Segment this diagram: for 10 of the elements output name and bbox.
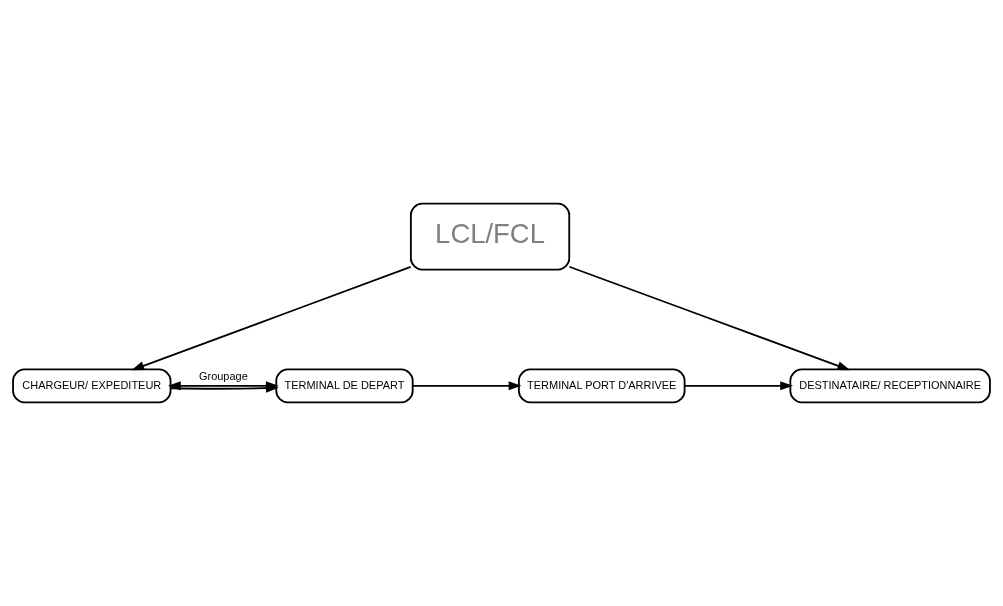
- arrow: [131, 266, 412, 371]
- arrow: [568, 265, 851, 371]
- node-box: TERMINAL PORT D'ARRIVEE: [518, 368, 686, 404]
- node-box: DESTINATAIRE/ RECEPTIONNAIRE: [789, 368, 991, 404]
- arrow: [683, 381, 794, 391]
- edge-label: Groupage: [199, 370, 248, 382]
- arrow: [411, 381, 522, 391]
- node-box: LCL/FCL: [409, 202, 571, 271]
- node-box: CHARGEUR/ EXPEDITEUR: [12, 368, 172, 404]
- node-box: TERMINAL DE DEPART: [275, 368, 414, 404]
